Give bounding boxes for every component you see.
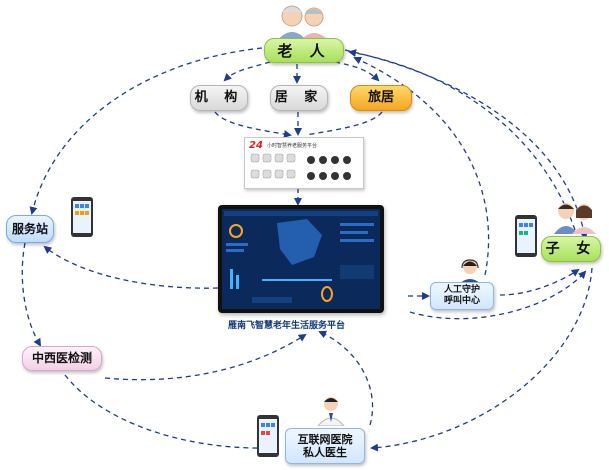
device-panel-subtitle: 小时智慧养老服务平台	[267, 143, 318, 149]
node-travel: 旅居	[350, 85, 412, 111]
dashboard-screen-icon	[222, 209, 380, 309]
arrow-elderly-to-travel	[334, 61, 380, 82]
arrow-elderly-to-institution	[223, 61, 271, 82]
platform-monitor	[218, 205, 384, 313]
smart-device-panel: 24 小时智慧养老服务平台	[244, 137, 364, 189]
smart-devices-icon	[250, 153, 351, 180]
arrow-tcm-to-hospital	[64, 374, 272, 453]
node-home: 居 家	[270, 85, 328, 111]
node-elderly: 老 人	[264, 38, 344, 63]
phone-app-icon-children	[515, 215, 537, 257]
node-children: 子 女	[541, 236, 601, 262]
arrow-children-to-elderly	[348, 49, 576, 231]
doctor-icon	[317, 397, 345, 426]
arrow-hospital-to-screen	[318, 330, 374, 426]
phone-app-icon	[71, 197, 93, 237]
node-call-center: 人工守护 呼叫中心	[430, 282, 494, 310]
platform-caption: 雁南飞智慧老年生活服务平台	[228, 321, 346, 331]
operator-headset-icon	[458, 259, 482, 285]
arrow-institution-to-device	[214, 111, 292, 138]
arrow-children-to-hospital	[370, 267, 593, 452]
arrow-screen-to-station	[43, 245, 219, 289]
arrow-elderly-to-station	[29, 47, 263, 215]
elderly-couple-icon	[276, 5, 330, 42]
arrow-callcenter-to-children	[499, 268, 580, 296]
arrow-travel-to-device	[305, 111, 383, 136]
device-panel-title: 24	[249, 140, 263, 151]
arrow-elderly-to-children	[344, 49, 588, 240]
node-internet-hospital: 互联网医院 私人医生	[285, 428, 365, 464]
phone-app-icon-hospital	[257, 415, 279, 457]
arrow-tcm-to-screen	[104, 333, 307, 381]
node-service-station: 服务站	[6, 215, 54, 243]
node-institution: 机 构	[190, 85, 248, 111]
young-couple-icon	[554, 203, 596, 234]
arrow-callcenter-to-elderly	[353, 56, 490, 276]
node-tcm-testing: 中西医检测	[22, 346, 102, 371]
arrow-station-to-tcm	[21, 242, 42, 347]
